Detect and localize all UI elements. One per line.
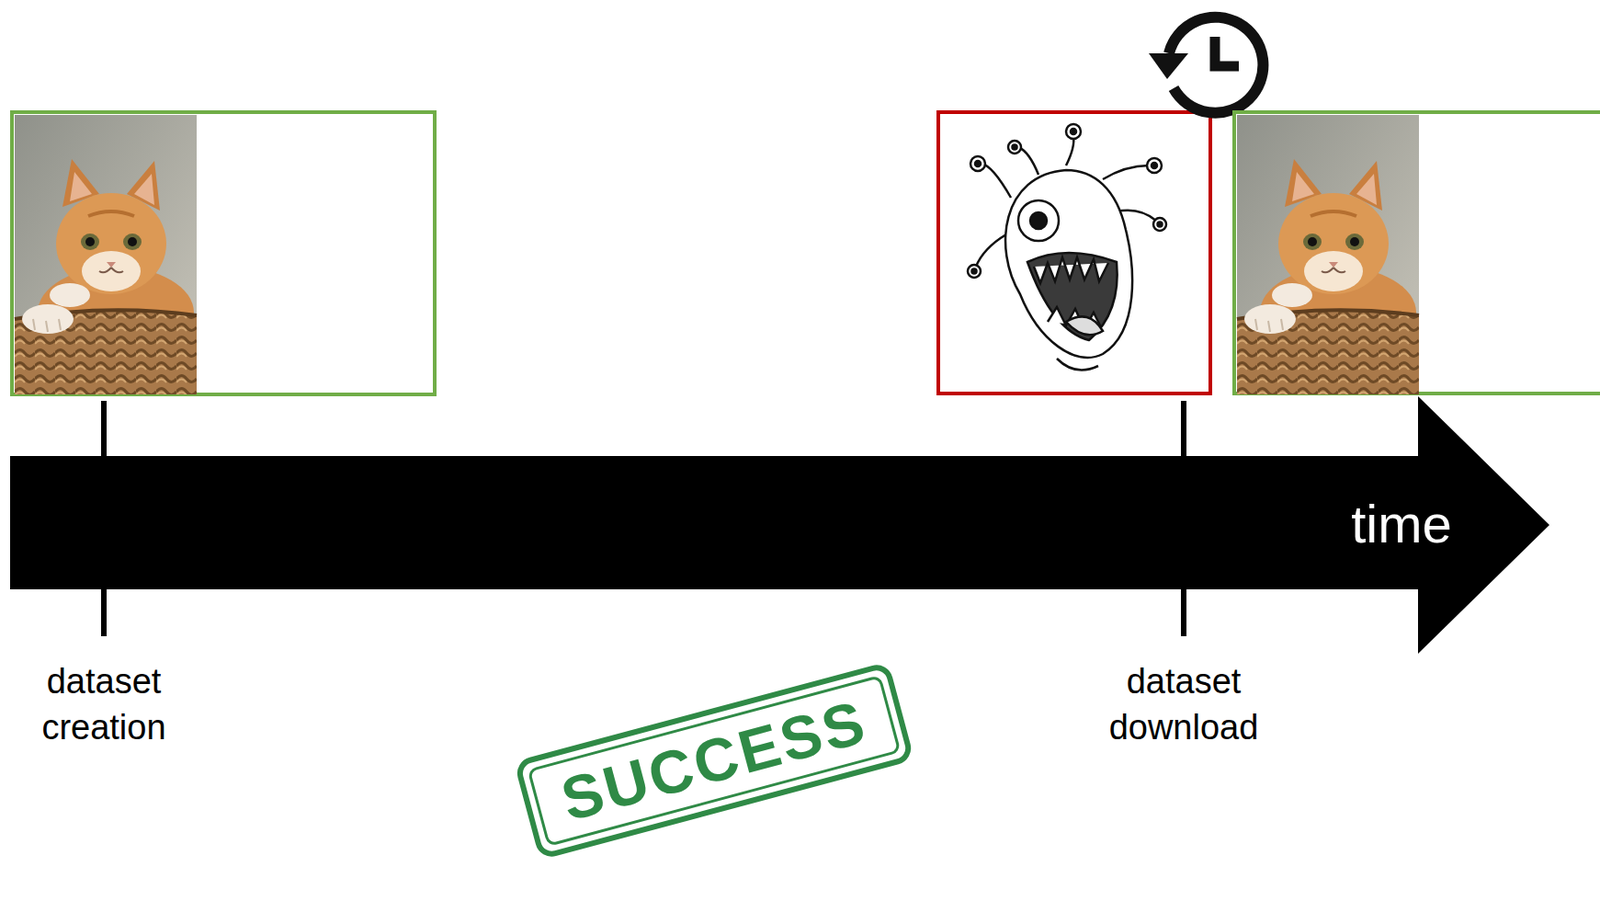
monster-drawing [967, 124, 1167, 371]
stamp-text: SUCCESS [554, 687, 874, 833]
success-stamp: SUCCESS [513, 660, 915, 860]
timeline-arrow: time [10, 396, 1550, 654]
arrow-shape [10, 396, 1550, 654]
axis-label: time [1350, 493, 1453, 556]
image-frame [1234, 112, 1600, 394]
timeline-label: dataset creation [0, 658, 210, 750]
stamp-border: SUCCESS [527, 673, 902, 846]
image-frame [938, 112, 1211, 394]
restore-icon [1148, 16, 1263, 114]
image-frame [11, 112, 435, 395]
cat-photo [14, 114, 197, 395]
timeline-label: dataset download [1078, 658, 1290, 750]
cat-photo [1236, 114, 1419, 395]
arrow-shape [10, 396, 1550, 654]
